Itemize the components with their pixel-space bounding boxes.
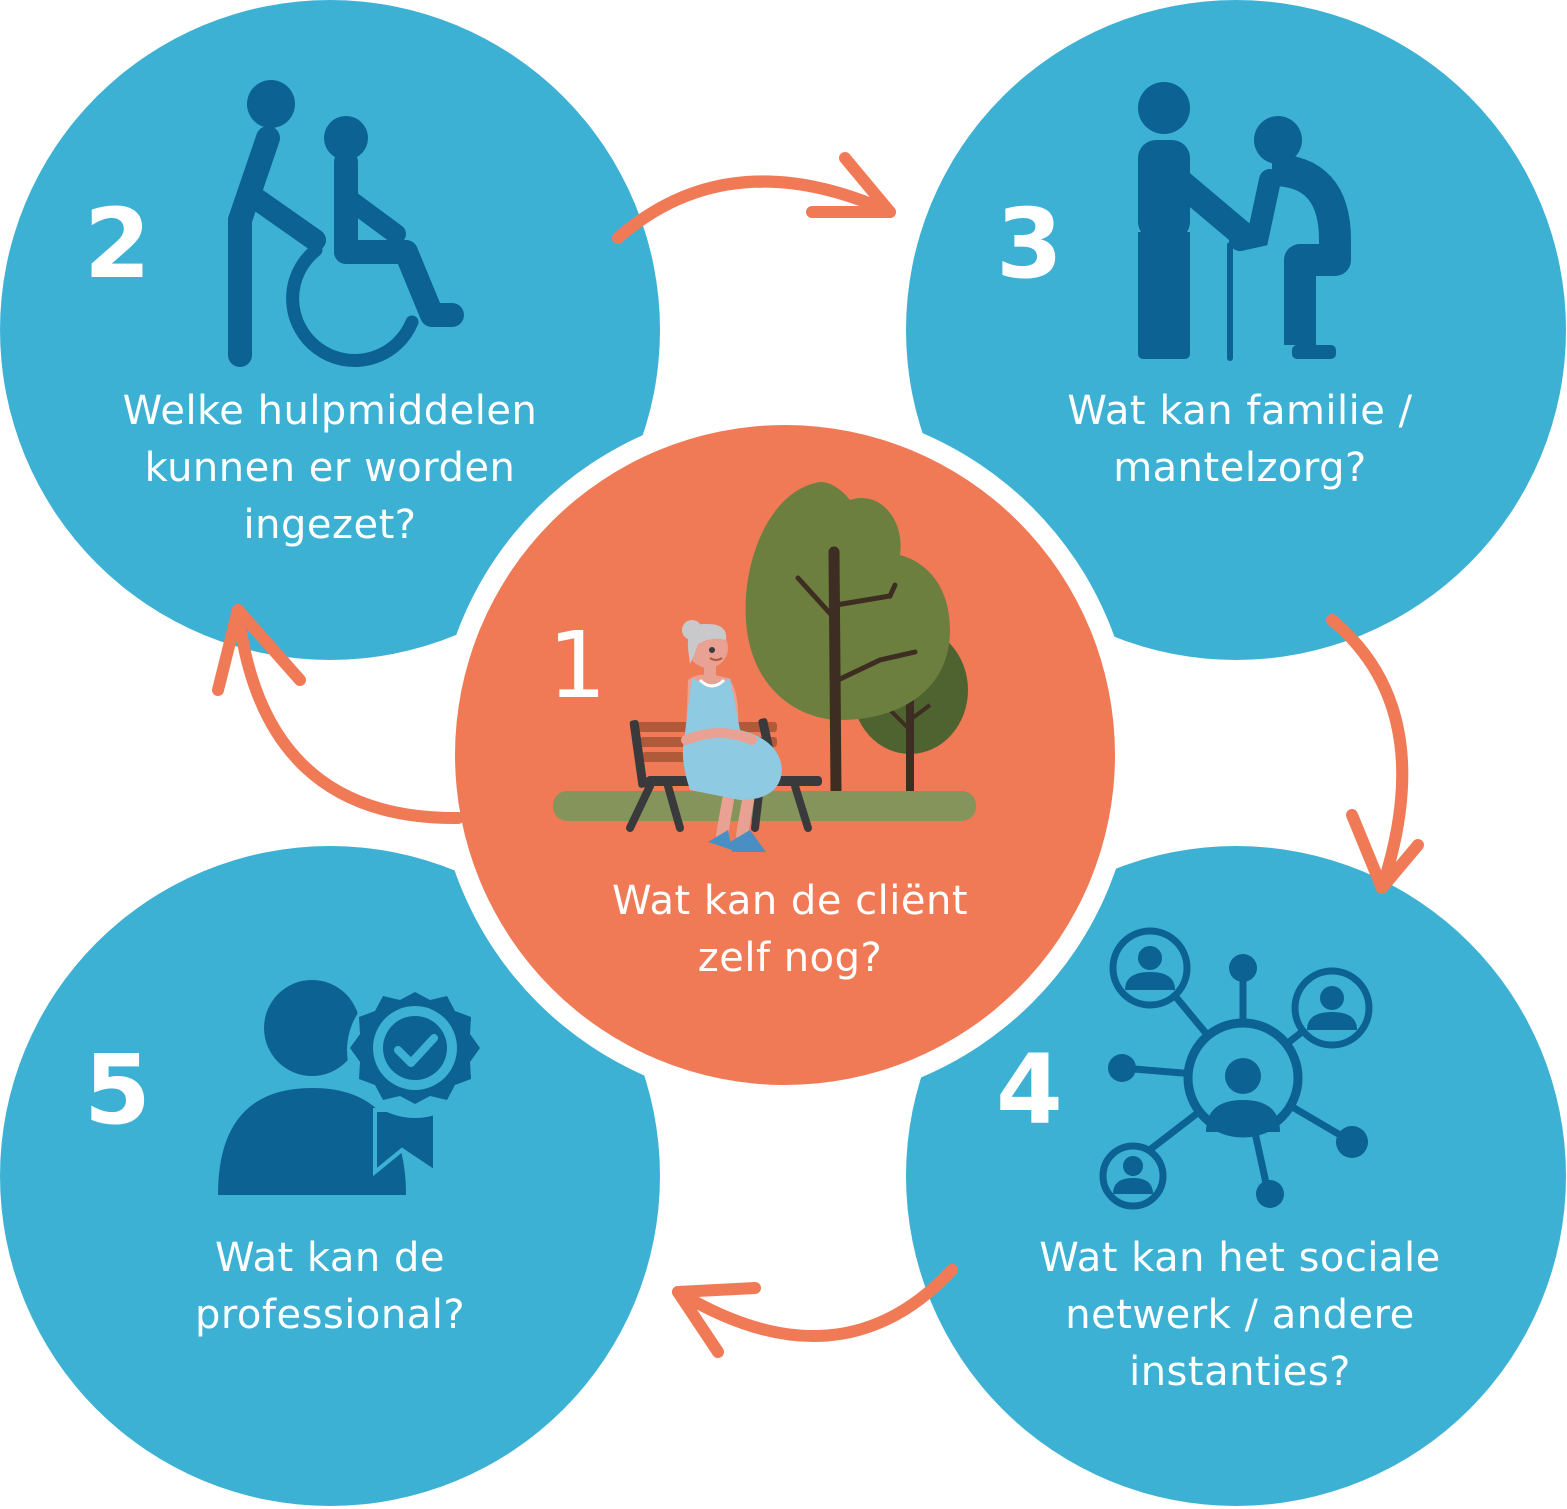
step-label-line: Wat kan de cliënt xyxy=(611,878,969,924)
step-number-4: 4 xyxy=(996,1034,1063,1146)
step-label-line: mantelzorg? xyxy=(1113,445,1367,491)
circle-step-1 xyxy=(455,425,1115,1085)
arrow-3-to-4 xyxy=(1326,614,1424,894)
step-label-line: zelf nog? xyxy=(697,935,883,981)
arrow-1-to-2 xyxy=(212,604,464,825)
step-label-5: Wat kan de professional? xyxy=(80,1230,580,1344)
tree-icon xyxy=(745,482,968,798)
step-label-3: Wat kan familie / mantelzorg? xyxy=(990,383,1490,497)
step-label-line: professional? xyxy=(194,1292,466,1338)
professional-badge-icon xyxy=(218,980,483,1195)
arrow-2-to-3 xyxy=(612,152,896,244)
circle-step-4 xyxy=(906,846,1566,1506)
step-label-line: Wat kan het sociale xyxy=(1039,1235,1441,1281)
step-number-5: 5 xyxy=(84,1034,151,1146)
flow-arrows xyxy=(212,152,1424,1358)
step-label-4: Wat kan het sociale netwerk / andere ins… xyxy=(990,1230,1490,1401)
step-label-line: Wat kan de xyxy=(215,1235,445,1281)
step-number-2: 2 xyxy=(84,188,151,300)
step-label-line: kunnen er worden xyxy=(144,445,516,491)
step-label-line: Welke hulpmiddelen xyxy=(122,388,538,434)
wheelchair-caregiver-icon xyxy=(228,80,464,367)
step-label-line: Wat kan familie / xyxy=(1067,388,1413,434)
step-label-line: netwerk / andere xyxy=(1065,1292,1415,1338)
grass-strip xyxy=(553,791,976,821)
step-label-1: Wat kan de cliënt zelf nog? xyxy=(540,873,1040,987)
step-label-2: Welke hulpmiddelen kunnen er worden inge… xyxy=(80,383,580,554)
circle-step-2 xyxy=(0,0,660,660)
elderly-woman-on-bench-illustration xyxy=(553,482,976,852)
helping-elderly-icon xyxy=(1138,82,1351,361)
arrow-4-to-5 xyxy=(672,1264,958,1358)
step-label-line: instanties? xyxy=(1129,1349,1351,1395)
step-number-3: 3 xyxy=(996,188,1063,300)
step-number-1: 1 xyxy=(548,612,607,719)
step-label-line: ingezet? xyxy=(243,502,417,548)
circle-step-3 xyxy=(906,0,1566,660)
elderly-woman-icon xyxy=(681,620,782,852)
social-network-icon xyxy=(1099,927,1373,1210)
